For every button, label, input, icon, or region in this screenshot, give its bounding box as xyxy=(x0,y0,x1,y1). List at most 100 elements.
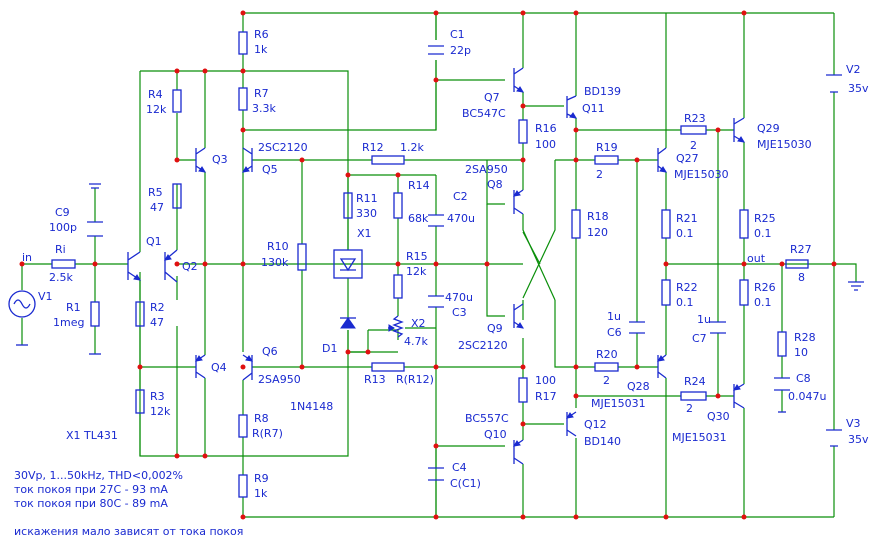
label-x2: X2 xyxy=(411,317,426,330)
type-q12: BD140 xyxy=(584,435,621,448)
label-q4: Q4 xyxy=(211,361,227,374)
c4-capacitor xyxy=(428,467,444,481)
label-r13: R13 xyxy=(364,373,386,386)
label-r1: R1 xyxy=(66,301,81,314)
r17-resistor xyxy=(518,377,528,403)
value-r23: 2 xyxy=(690,139,697,152)
r20-resistor xyxy=(594,362,619,372)
label-r2: R2 xyxy=(150,301,165,314)
q27-transistor xyxy=(657,147,667,173)
label-r25: R25 xyxy=(754,212,776,225)
r24-resistor xyxy=(680,391,707,401)
label-q1: Q1 xyxy=(146,235,162,248)
label-r3: R3 xyxy=(150,390,165,403)
label-q8: Q8 xyxy=(487,178,503,191)
label-q28: Q28 xyxy=(627,380,650,393)
c3-capacitor xyxy=(428,295,444,308)
label-q29: Q29 xyxy=(757,122,780,135)
value-c1: 22p xyxy=(450,44,471,57)
r7-resistor xyxy=(238,87,248,111)
value-x2: 4.7k xyxy=(404,335,428,348)
q11-transistor xyxy=(566,95,577,119)
c8-capacitor xyxy=(774,377,790,391)
q7-transistor xyxy=(513,67,524,93)
r6-resistor xyxy=(238,31,248,55)
value-r11: 330 xyxy=(356,207,377,220)
r4-resistor xyxy=(172,89,182,113)
c6-capacitor xyxy=(629,321,645,334)
label-ri: Ri xyxy=(55,243,66,256)
label-q3: Q3 xyxy=(212,153,228,166)
type-q30: MJE15031 xyxy=(672,431,727,444)
label-r26: R26 xyxy=(754,281,776,294)
label-r9: R9 xyxy=(254,472,269,485)
v2-battery xyxy=(826,74,842,93)
type-q6: 2SA950 xyxy=(258,373,301,386)
d1-diode xyxy=(340,317,356,329)
component-labels: R6 1k R7 3.3k R4 12k R5 47 C9 100p Ri 2.… xyxy=(22,28,869,500)
label-v3: V3 xyxy=(846,417,861,430)
label-q10: Q10 xyxy=(484,428,507,441)
value-c8: 0.047u xyxy=(788,390,826,403)
ri-resistor xyxy=(51,259,76,269)
type-q11: BD139 xyxy=(584,85,621,98)
c9-capacitor xyxy=(87,183,103,237)
value-r21: 0.1 xyxy=(676,227,694,240)
r15-resistor xyxy=(393,274,403,299)
label-q27: Q27 xyxy=(676,152,699,165)
q5-transistor xyxy=(242,147,253,173)
q2-transistor xyxy=(164,249,178,283)
v3-battery xyxy=(826,429,842,447)
r13-resistor xyxy=(371,362,405,372)
r23-resistor xyxy=(680,125,707,135)
ground-symbol xyxy=(848,281,864,291)
type-q29: MJE15030 xyxy=(757,138,812,151)
label-r21: R21 xyxy=(676,212,698,225)
r25-resistor xyxy=(739,209,749,239)
x2-potentiometer xyxy=(392,315,404,338)
value-r9: 1k xyxy=(254,487,268,500)
value-ri: 2.5k xyxy=(49,271,73,284)
value-r3: 12k xyxy=(150,405,171,418)
value-r12: 1.2k xyxy=(400,141,424,154)
label-r20: R20 xyxy=(596,348,618,361)
q8-transistor xyxy=(513,189,524,215)
r14-resistor xyxy=(393,192,403,219)
value-r27: 8 xyxy=(798,271,805,284)
value-c4: C(C1) xyxy=(450,477,481,490)
label-q5: Q5 xyxy=(262,163,278,176)
label-r4: R4 xyxy=(148,88,163,101)
label-v2: V2 xyxy=(846,63,861,76)
label-r12: R12 xyxy=(362,141,384,154)
q30-transistor xyxy=(733,383,745,409)
label-r15: R15 xyxy=(406,250,428,263)
label-q30: Q30 xyxy=(707,410,730,423)
r11-resistor xyxy=(343,192,353,219)
label-x1: X1 xyxy=(357,227,372,240)
junctions xyxy=(19,10,837,520)
value-r22: 0.1 xyxy=(676,296,694,309)
type-q27: MJE15030 xyxy=(674,168,729,181)
r9-resistor xyxy=(238,474,248,498)
r3-resistor xyxy=(135,389,145,414)
label-r24: R24 xyxy=(684,375,706,388)
type-q28: MJE15031 xyxy=(591,397,646,410)
label-c8: C8 xyxy=(796,372,811,385)
r10-resistor xyxy=(297,243,307,271)
value-c7: 1u xyxy=(697,313,711,326)
r18-resistor xyxy=(571,209,581,239)
label-r17: R17 xyxy=(535,390,557,403)
value-r17: 100 xyxy=(535,374,556,387)
r12-resistor xyxy=(371,155,405,165)
note-specs: 30Vp, 1...50kHz, THD<0,002% xyxy=(14,469,183,482)
label-r14: R14 xyxy=(408,179,430,192)
r8-resistor xyxy=(238,414,248,438)
value-r13: R(R12) xyxy=(396,373,434,386)
label-r16: R16 xyxy=(535,122,557,135)
value-c9: 100p xyxy=(49,221,77,234)
value-r5: 47 xyxy=(150,201,164,214)
q29-transistor xyxy=(733,117,745,143)
q4-transistor xyxy=(195,354,206,379)
label-r5: R5 xyxy=(148,186,163,199)
label-q6: Q6 xyxy=(262,345,278,358)
